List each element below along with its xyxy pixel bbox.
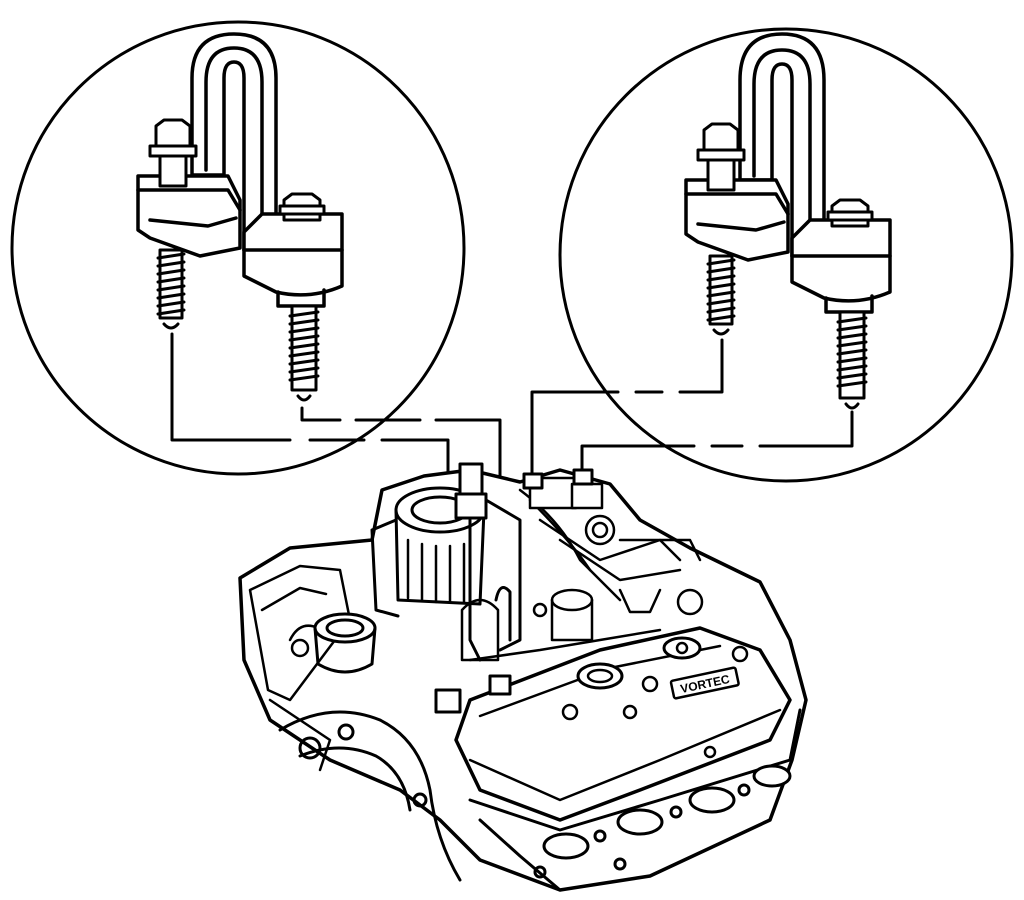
left-detail-callout — [10, 20, 466, 476]
sensor-stack — [454, 462, 522, 662]
leader-lines — [170, 332, 854, 702]
engine-assembly-icon: VORTEC — [238, 462, 808, 892]
intake-manifold — [518, 476, 704, 616]
left-lift-bracket-icon — [136, 32, 344, 308]
left-bracket-bolt-2-icon — [278, 192, 326, 402]
valve-cover: VORTEC — [454, 626, 792, 822]
right-detail-circle — [558, 27, 1014, 483]
left-bracket-bolt-1-icon — [148, 118, 198, 330]
right-bracket-bolt-1-icon — [696, 122, 746, 336]
right-detail-callout — [558, 27, 1014, 483]
engine-valley — [460, 588, 662, 662]
left-detail-circle — [10, 20, 466, 476]
engine-mount-points — [434, 468, 594, 714]
cylinder-head-ports — [468, 708, 802, 892]
water-outlet — [313, 612, 377, 674]
leader-line-right-2 — [580, 410, 854, 476]
leader-line-right-1 — [530, 338, 724, 480]
right-bracket-bolt-2-icon — [826, 198, 874, 410]
bellhousing — [278, 710, 462, 882]
right-lift-bracket-icon — [684, 32, 892, 314]
